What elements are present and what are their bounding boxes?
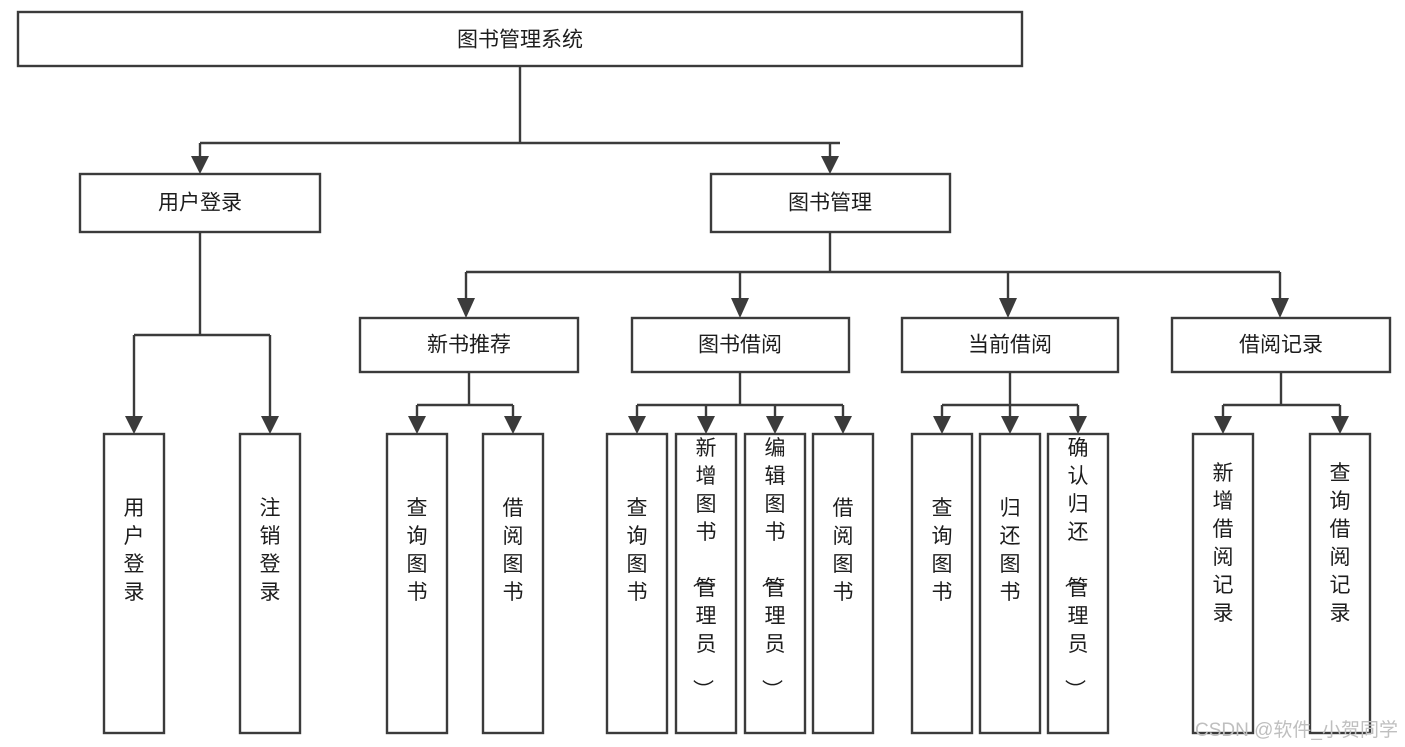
arrowhead-borrow-leaf-2 xyxy=(697,416,715,434)
leaf-current-confirm-box[interactable] xyxy=(1046,432,1110,735)
arrowhead-to-current-borrow xyxy=(999,298,1017,318)
node-borrow-record[interactable]: 借阅记录 xyxy=(1170,316,1392,374)
node-book-borrow-label: 图书借阅 xyxy=(698,334,782,357)
arrowhead-to-book-borrow xyxy=(731,298,749,318)
node-current-borrow[interactable]: 当前借阅 xyxy=(900,316,1120,374)
leaf-newbook-borrow-label: 借阅图书 xyxy=(503,497,524,604)
node-user-login[interactable]: 用户登录 xyxy=(78,172,322,234)
edges-userlogin-to-leaves xyxy=(125,232,279,434)
node-root-system-box[interactable] xyxy=(16,10,1024,68)
leaf-borrow-add-label: 新增图书（管理员） xyxy=(691,437,717,700)
node-current-borrow-label: 当前借阅 xyxy=(968,334,1052,357)
leaf-user-login-label: 用户登录 xyxy=(124,497,145,604)
edges-records-to-leaves xyxy=(1214,372,1349,434)
leaf-newbook-query-box[interactable] xyxy=(385,432,449,735)
leaf-current-query-box[interactable] xyxy=(910,432,974,735)
node-book-management-box[interactable] xyxy=(709,172,952,234)
leaf-borrow-query-label: 查询图书 xyxy=(627,497,648,604)
arrowhead-records-leaf-2 xyxy=(1331,416,1349,434)
arrowhead-to-borrow-record xyxy=(1271,298,1289,318)
node-current-borrow-box[interactable] xyxy=(900,316,1120,374)
leaf-current-return[interactable]: 归还图书 xyxy=(978,432,1042,735)
node-book-management[interactable]: 图书管理 xyxy=(709,172,952,234)
node-book-management-label: 图书管理 xyxy=(788,192,872,215)
node-new-book-recommend[interactable]: 新书推荐 xyxy=(358,316,580,374)
leaf-borrow-edit[interactable]: 编辑图书（管理员） xyxy=(743,432,807,735)
leaf-borrow-query-box[interactable] xyxy=(605,432,669,735)
edges-borrow-to-leaves xyxy=(628,372,852,434)
edges-newbook-to-leaves xyxy=(408,372,522,434)
node-root-system-label: 图书管理系统 xyxy=(457,29,583,52)
arrowhead-current-leaf-2 xyxy=(1001,416,1019,434)
leaf-current-query[interactable]: 查询图书 xyxy=(910,432,974,735)
arrowhead-leaf-logout xyxy=(261,416,279,434)
leaf-record-add-label: 新增借阅记录 xyxy=(1213,462,1234,625)
arrowhead-records-leaf-1 xyxy=(1214,416,1232,434)
leaf-current-query-label: 查询图书 xyxy=(932,497,953,604)
node-user-login-box[interactable] xyxy=(78,172,322,234)
arrowhead-borrow-leaf-3 xyxy=(766,416,784,434)
edges-current-to-leaves xyxy=(933,372,1087,434)
leaf-current-return-label: 归还图书 xyxy=(1000,497,1021,604)
leaf-record-query-label: 查询借阅记录 xyxy=(1330,462,1351,625)
node-borrow-record-label: 借阅记录 xyxy=(1239,334,1323,357)
leaf-logout-label: 注销登录 xyxy=(260,497,281,604)
leaf-borrow-lend-label: 借阅图书 xyxy=(833,497,854,604)
leaf-user-login-box[interactable] xyxy=(102,432,166,735)
arrowhead-to-new-book xyxy=(457,298,475,318)
node-borrow-record-box[interactable] xyxy=(1170,316,1392,374)
leaf-borrow-lend[interactable]: 借阅图书 xyxy=(811,432,875,735)
arrowhead-to-user-login xyxy=(191,156,209,174)
leaf-record-add-box[interactable] xyxy=(1191,432,1255,735)
arrowhead-leaf-user-login xyxy=(125,416,143,434)
leaf-current-confirm-label: 确认归还（管理员） xyxy=(1063,437,1089,700)
leaf-user-login[interactable]: 用户登录 xyxy=(102,432,166,735)
leaf-current-return-box[interactable] xyxy=(978,432,1042,735)
arrowhead-current-leaf-1 xyxy=(933,416,951,434)
leaf-borrow-edit-box[interactable] xyxy=(743,432,807,735)
node-book-borrow-box[interactable] xyxy=(630,316,851,374)
csdn-watermark: CSDN @软件_小贺同学 xyxy=(1195,719,1398,741)
arrowhead-newbook-leaf-2 xyxy=(504,416,522,434)
leaf-borrow-edit-label: 编辑图书（管理员） xyxy=(760,437,786,700)
arrowhead-borrow-leaf-1 xyxy=(628,416,646,434)
arrowhead-to-book-mgmt xyxy=(821,156,839,174)
arrowhead-borrow-leaf-4 xyxy=(834,416,852,434)
leaf-newbook-query-label: 查询图书 xyxy=(407,497,428,604)
leaf-record-query-box[interactable] xyxy=(1308,432,1372,735)
node-root-system[interactable]: 图书管理系统 xyxy=(16,10,1024,68)
leaf-borrow-lend-box[interactable] xyxy=(811,432,875,735)
leaf-newbook-query[interactable]: 查询图书 xyxy=(385,432,449,735)
leaf-record-query[interactable]: 查询借阅记录 xyxy=(1308,432,1372,735)
arrowhead-current-leaf-3 xyxy=(1069,416,1087,434)
node-book-borrow[interactable]: 图书借阅 xyxy=(630,316,851,374)
leaf-borrow-query[interactable]: 查询图书 xyxy=(605,432,669,735)
leaf-borrow-add-box[interactable] xyxy=(674,432,738,735)
leaf-logout[interactable]: 注销登录 xyxy=(238,432,302,735)
leaf-newbook-borrow[interactable]: 借阅图书 xyxy=(481,432,545,735)
leaf-record-add[interactable]: 新增借阅记录 xyxy=(1191,432,1255,735)
node-new-book-recommend-box[interactable] xyxy=(358,316,580,374)
arrowhead-newbook-leaf-1 xyxy=(408,416,426,434)
node-new-book-recommend-label: 新书推荐 xyxy=(427,334,511,357)
leaf-newbook-borrow-box[interactable] xyxy=(481,432,545,735)
node-user-login-label: 用户登录 xyxy=(158,192,242,215)
leaf-current-confirm[interactable]: 确认归还（管理员） xyxy=(1046,432,1110,735)
edges-root-to-level2 xyxy=(191,66,840,174)
edges-bookmgmt-to-level3 xyxy=(457,232,1289,318)
leaf-logout-box[interactable] xyxy=(238,432,302,735)
leaf-borrow-add[interactable]: 新增图书（管理员） xyxy=(674,432,738,735)
